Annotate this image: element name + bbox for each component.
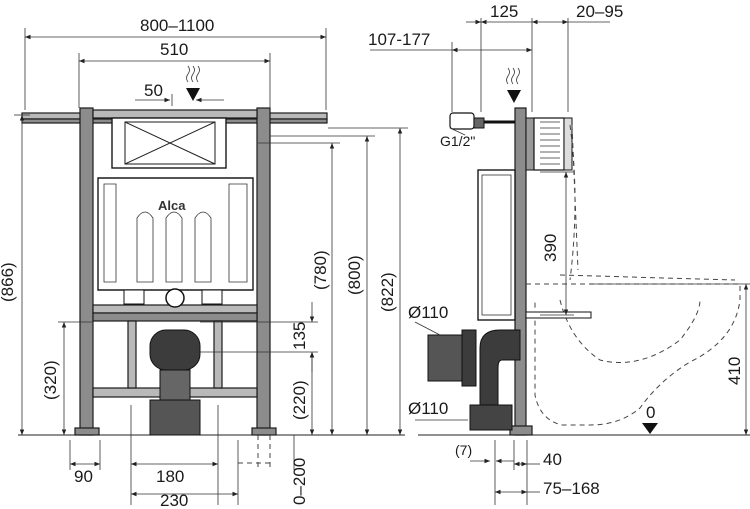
left-upright [79, 107, 94, 436]
dim-foot-90: 90 [74, 467, 93, 486]
label-zero: 0 [646, 403, 655, 422]
dim-height-220: (220) [290, 380, 309, 420]
dim-depth-20-95: 20–95 [576, 2, 623, 21]
brand-logo: Alca [158, 198, 186, 213]
front-dimensions [14, 28, 408, 505]
middle-crossbar-lower [92, 312, 258, 322]
dim-height-135: 135 [290, 322, 309, 350]
dim-depth-107-177: 107-177 [368, 30, 430, 49]
dim-height-822: (822) [378, 272, 397, 312]
inlet-valve-side [449, 112, 475, 130]
side-frame [449, 107, 573, 436]
drain-pipe-front [123, 288, 223, 436]
dim-depth-125: 125 [490, 2, 518, 21]
water-inlet-icon [186, 65, 200, 101]
dim-offset-7: (7) [455, 442, 472, 458]
right-upright [256, 107, 271, 436]
label-pipe-110-upper: Ø110 [408, 303, 448, 322]
drain-pipe-side [427, 329, 521, 431]
zero-level-marker [642, 423, 658, 434]
dim-height-800: (800) [345, 255, 364, 295]
label-pipe-110-lower: Ø110 [408, 399, 448, 418]
dim-offset-40: 40 [543, 450, 562, 469]
dim-spacing-230: 230 [160, 491, 188, 509]
inner-support-right [213, 320, 223, 389]
water-inlet-valve [165, 288, 185, 308]
dim-height-390: 390 [541, 234, 560, 262]
side-dimensions [370, 18, 750, 505]
dim-floor-adjust: 0–200 [290, 458, 309, 505]
dim-inlet-offset: 50 [144, 81, 163, 100]
dim-height-780: (780) [311, 250, 330, 290]
dim-width-range: 800–1100 [140, 16, 214, 35]
cistern-front: Alca [97, 177, 254, 291]
pipe-110-upper [427, 334, 463, 382]
cistern-side [477, 169, 516, 321]
side-upright [514, 107, 527, 436]
dim-offset-75-168: 75–168 [543, 479, 600, 498]
dim-frame-width: 510 [160, 40, 188, 59]
pipe-110-lower [469, 404, 513, 431]
dim-height-410: 410 [725, 357, 744, 385]
dim-spacing-180: 180 [156, 467, 184, 486]
flush-plate [111, 117, 227, 169]
foot-left [74, 427, 100, 436]
label-thread: G1/2" [440, 133, 475, 149]
top-crossbar [92, 109, 258, 119]
dim-height-320: (320) [41, 360, 60, 400]
inner-support-left [127, 320, 137, 389]
foot-right [251, 427, 277, 436]
dim-height-866: (866) [0, 262, 17, 302]
water-inlet-icon-side [506, 67, 521, 103]
